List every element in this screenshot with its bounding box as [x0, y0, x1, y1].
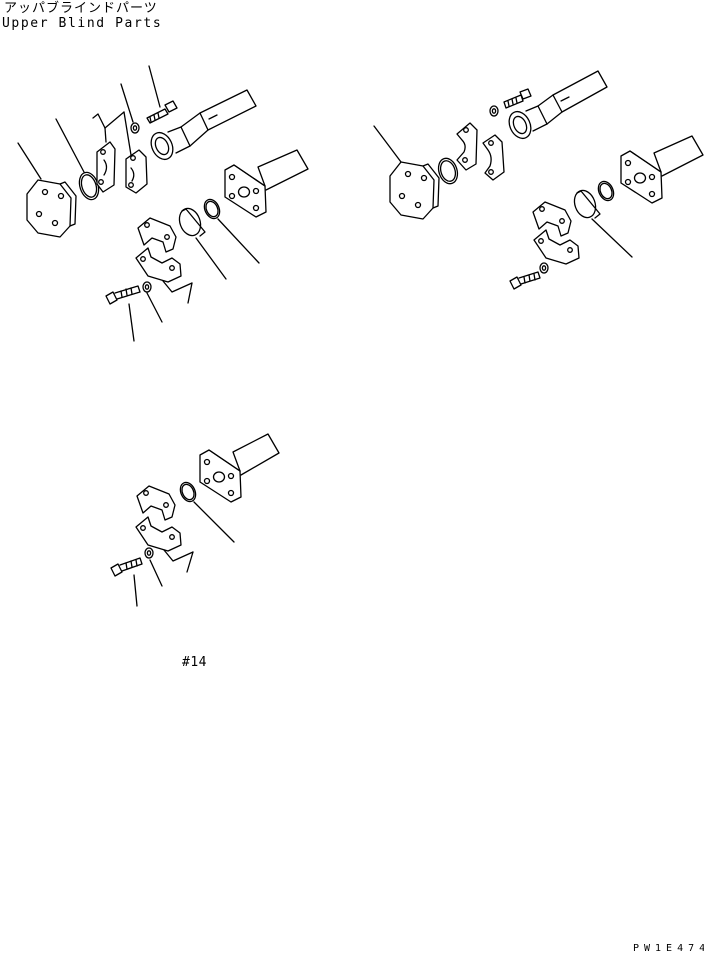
split-flange-half — [533, 202, 571, 236]
split-flange-half — [483, 135, 504, 180]
bolt — [106, 286, 140, 304]
drawing-number: PW1E474 — [633, 943, 704, 954]
leader-line — [121, 84, 133, 122]
leader-line — [188, 283, 192, 303]
split-flange-half — [136, 248, 181, 282]
leader-line — [150, 560, 162, 586]
split-flange-half — [126, 150, 147, 193]
bolt — [510, 272, 540, 289]
bolt — [147, 101, 177, 123]
split-flange-half — [137, 486, 175, 520]
leader-line — [56, 119, 84, 172]
leader-line — [134, 575, 137, 606]
blind-plate — [390, 162, 439, 219]
hose-fitting — [147, 90, 256, 163]
view-lower — [111, 434, 279, 606]
washer — [540, 263, 548, 273]
washer — [145, 548, 153, 558]
leader-line — [196, 238, 226, 279]
washer — [143, 282, 151, 292]
blind-plug — [176, 205, 205, 238]
view-upper-left — [18, 66, 308, 341]
block-flange — [225, 150, 308, 217]
o-ring — [201, 197, 222, 221]
blind-plug — [571, 187, 600, 220]
o-ring — [435, 156, 460, 186]
view-upper-right — [374, 71, 703, 289]
block-flange — [621, 136, 703, 203]
leader-line — [147, 293, 162, 322]
leader-line — [218, 219, 259, 263]
washer — [490, 106, 498, 116]
leader-line — [105, 128, 106, 142]
leader-line — [194, 502, 234, 542]
figure-reference: #14 — [182, 655, 207, 670]
split-flange-half — [136, 517, 181, 551]
leader-line — [164, 550, 193, 561]
hose-fitting — [505, 71, 607, 142]
leader-line — [163, 281, 192, 292]
blind-plate — [27, 180, 76, 237]
page-title-japanese: アッパブラインドパーツ — [4, 1, 158, 16]
split-flange-half — [97, 142, 115, 192]
bolt — [504, 89, 531, 108]
leader-line — [124, 112, 131, 155]
leader-line — [129, 304, 134, 341]
split-flange-half — [457, 123, 477, 170]
block-flange — [200, 434, 279, 502]
split-flange-half — [138, 218, 176, 252]
leader-line — [18, 143, 41, 179]
leader-line — [149, 66, 160, 107]
leader-line — [187, 552, 193, 572]
split-flange-half — [534, 230, 579, 264]
leader-line — [93, 114, 105, 128]
washer — [131, 123, 139, 133]
bolt — [111, 558, 142, 576]
leader-line — [374, 126, 401, 162]
o-ring — [177, 480, 198, 504]
page-title-english: Upper Blind Parts — [2, 16, 163, 31]
leader-line — [105, 112, 124, 128]
o-ring — [595, 179, 616, 203]
leader-line — [592, 219, 632, 257]
